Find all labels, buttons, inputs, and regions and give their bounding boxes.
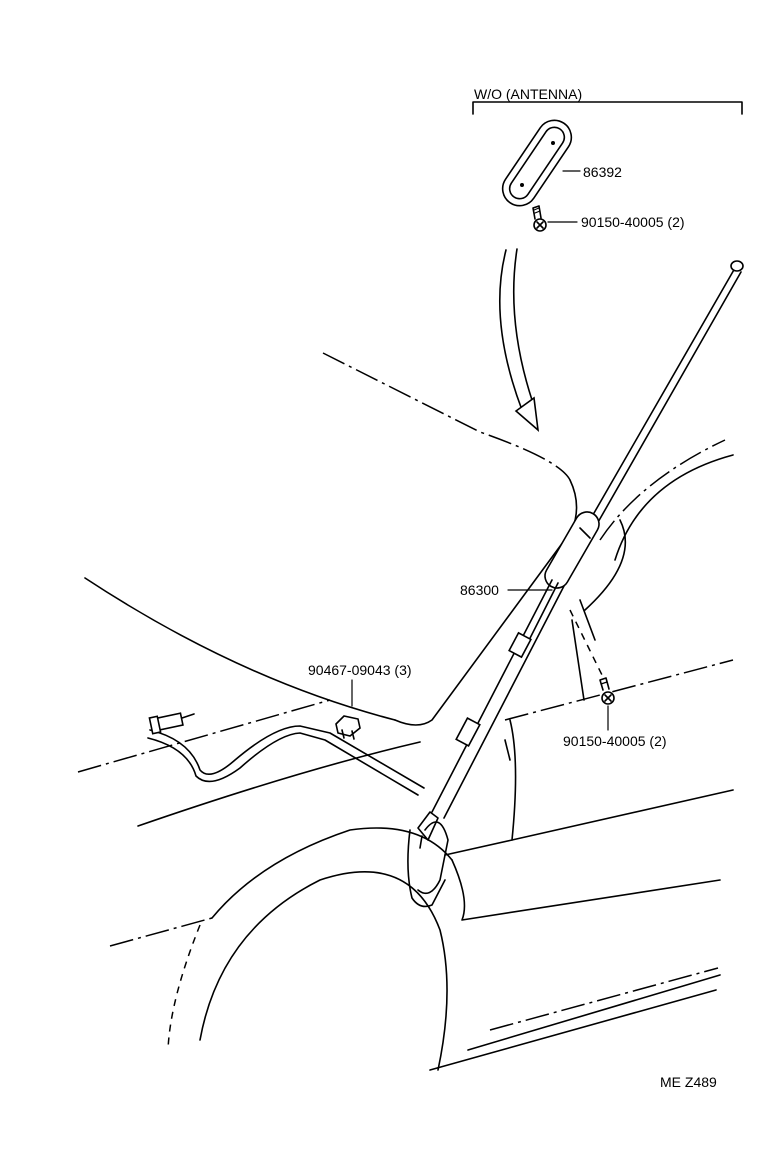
vehicle-body	[77, 352, 734, 1071]
screw-top: 90150-40005 (2)	[532, 205, 685, 232]
hole-cover-pad: 86392	[501, 119, 622, 207]
variant-label: W/O (ANTENNA)	[474, 86, 582, 102]
figure-code: ME Z489	[660, 1074, 717, 1090]
antenna-cable	[147, 712, 425, 796]
antenna-part-label: 86300	[460, 582, 499, 598]
clip-part-label: 90467-09043 (3)	[308, 662, 412, 678]
antenna-callout: 86300	[460, 582, 553, 598]
install-arrow	[499, 248, 540, 432]
antenna-assembly	[407, 260, 744, 908]
screw-bottom-part-label: 90150-40005 (2)	[563, 733, 667, 749]
screw-top-part-label: 90150-40005 (2)	[581, 214, 685, 230]
screw-bottom: 90150-40005 (2)	[563, 609, 667, 749]
cable-clip: 90467-09043 (3)	[308, 662, 412, 740]
pad-part-label: 86392	[583, 164, 622, 180]
variant-bracket: W/O (ANTENNA)	[472, 86, 743, 115]
